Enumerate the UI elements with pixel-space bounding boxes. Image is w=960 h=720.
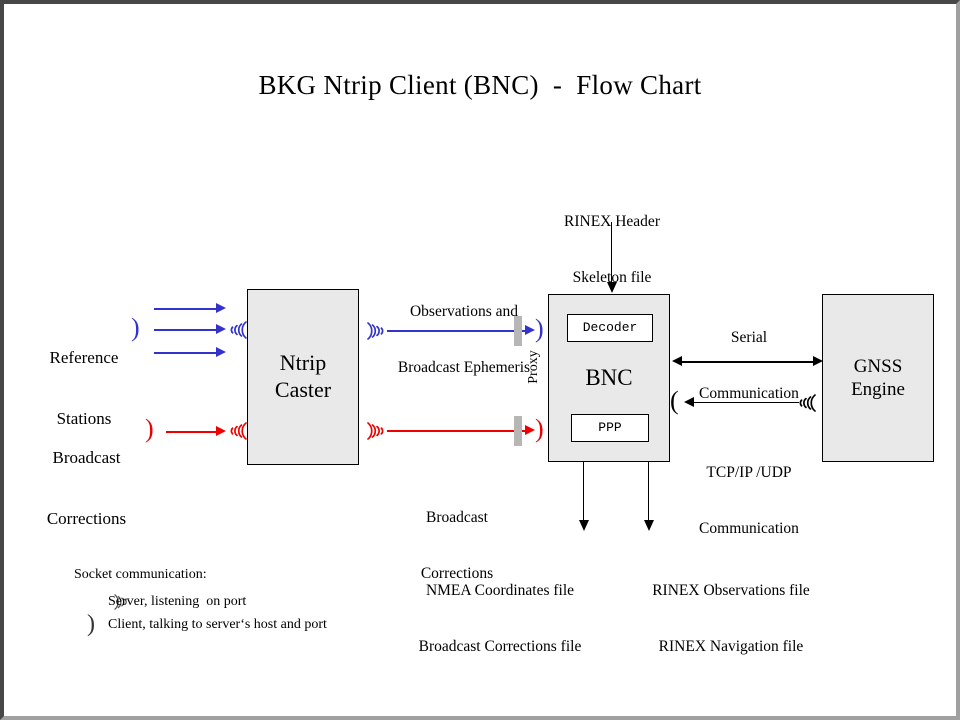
arrow-head-serial-left (672, 356, 682, 366)
server-antenna-icon-caster-in-blue (230, 321, 247, 339)
client-paren-icon-bnc-tcp: ( (670, 386, 679, 415)
rinex-header-label: RINEX Header Skeleton file (564, 213, 660, 286)
arrow-line-rinex-header (611, 222, 612, 284)
reference-stations-label: Reference Stations (49, 347, 119, 428)
arrow-head-rinex-header (607, 282, 617, 293)
arrow-line-broadcast-corrections (387, 430, 525, 432)
proxy-label: Proxy (526, 350, 541, 384)
client-paren-icon-legend: ) (87, 611, 95, 637)
arrow-line-serial (682, 361, 815, 363)
legend-item-server: Server, listening on port (74, 590, 327, 613)
arrow-head-reference-2 (216, 324, 226, 334)
gnss-engine-label: GNSS Engine (851, 355, 905, 400)
legend-label-server: Server, listening on port (108, 593, 247, 609)
node-gnss-engine[interactable]: GNSS Engine (822, 294, 934, 462)
proxy-bar-bottom (514, 416, 522, 446)
bnc-label: BNC (585, 364, 633, 390)
legend-title: Socket communication: (74, 567, 207, 582)
server-antenna-icon-caster-out-blue (367, 322, 384, 340)
arrow-head-output-left (579, 520, 589, 531)
proxy-bar-top (514, 316, 522, 346)
arrow-line-observations (387, 330, 525, 332)
bnc-ppp-module[interactable]: PPP (571, 414, 649, 442)
decoder-label: Decoder (582, 320, 638, 336)
output-files-right-label: RINEX Observations file RINEX Navigation… (652, 582, 810, 655)
server-antenna-icon-caster-out-red (367, 422, 384, 440)
observations-flow-label: Observations and Broadcast Ephemeris (397, 303, 531, 376)
client-paren-icon-bnc-bc: ) (535, 414, 544, 443)
arrow-head-reference-3 (216, 347, 226, 357)
arrow-line-reference-2 (154, 329, 216, 331)
broadcast-corrections-source-label: Broadcast Corrections (46, 447, 127, 528)
output-files-left-label: NMEA Coordinates file Broadcast Correcti… (418, 582, 582, 655)
serial-communication-label: Serial Communication (699, 329, 799, 402)
arrow-head-serial-right (813, 356, 823, 366)
arrow-line-tcpip (694, 402, 799, 403)
arrow-head-broadcast (216, 426, 226, 436)
arrow-head-observations (525, 325, 535, 335)
broadcast-corrections-flow-label: Broadcast Corrections (420, 509, 494, 582)
diagram-canvas: BKG Ntrip Client (BNC) - Flow Chart Refe… (4, 4, 956, 716)
arrow-line-reference-3 (154, 352, 216, 354)
arrow-head-tcpip (684, 397, 694, 407)
arrow-head-output-right (644, 520, 654, 531)
arrow-line-broadcast (166, 431, 216, 433)
client-paren-icon-bnc-obs: ) (535, 314, 544, 343)
server-antenna-icon-gnss (799, 394, 816, 412)
ntrip-caster-label: Ntrip Caster (274, 350, 332, 402)
node-ntrip-caster[interactable]: Ntrip Caster (247, 289, 359, 465)
server-antenna-icon-caster-in-red (230, 422, 247, 440)
server-antenna-icon-legend (74, 576, 127, 628)
arrow-line-output-right (648, 462, 649, 522)
bnc-decoder-module[interactable]: Decoder (567, 314, 653, 342)
legend: Socket communication: Server, listening … (74, 567, 327, 637)
arrow-line-reference-1 (154, 308, 216, 310)
client-paren-icon-broadcast: ) (145, 414, 154, 443)
arrow-line-output-left (583, 462, 584, 522)
ppp-label: PPP (598, 420, 622, 436)
node-bnc[interactable]: BNC Decoder PPP (548, 294, 670, 462)
arrow-head-reference-1 (216, 303, 226, 313)
arrow-head-broadcast-corrections (525, 425, 535, 435)
tcpip-communication-label: TCP/IP /UDP Communication (699, 464, 799, 537)
page-title: BKG Ntrip Client (BNC) - Flow Chart (258, 70, 702, 100)
client-paren-icon-reference: ) (131, 313, 140, 342)
legend-label-client: Client, talking to server‘s host and por… (108, 616, 327, 632)
legend-item-client: ) Client, talking to server‘s host and p… (74, 611, 327, 637)
